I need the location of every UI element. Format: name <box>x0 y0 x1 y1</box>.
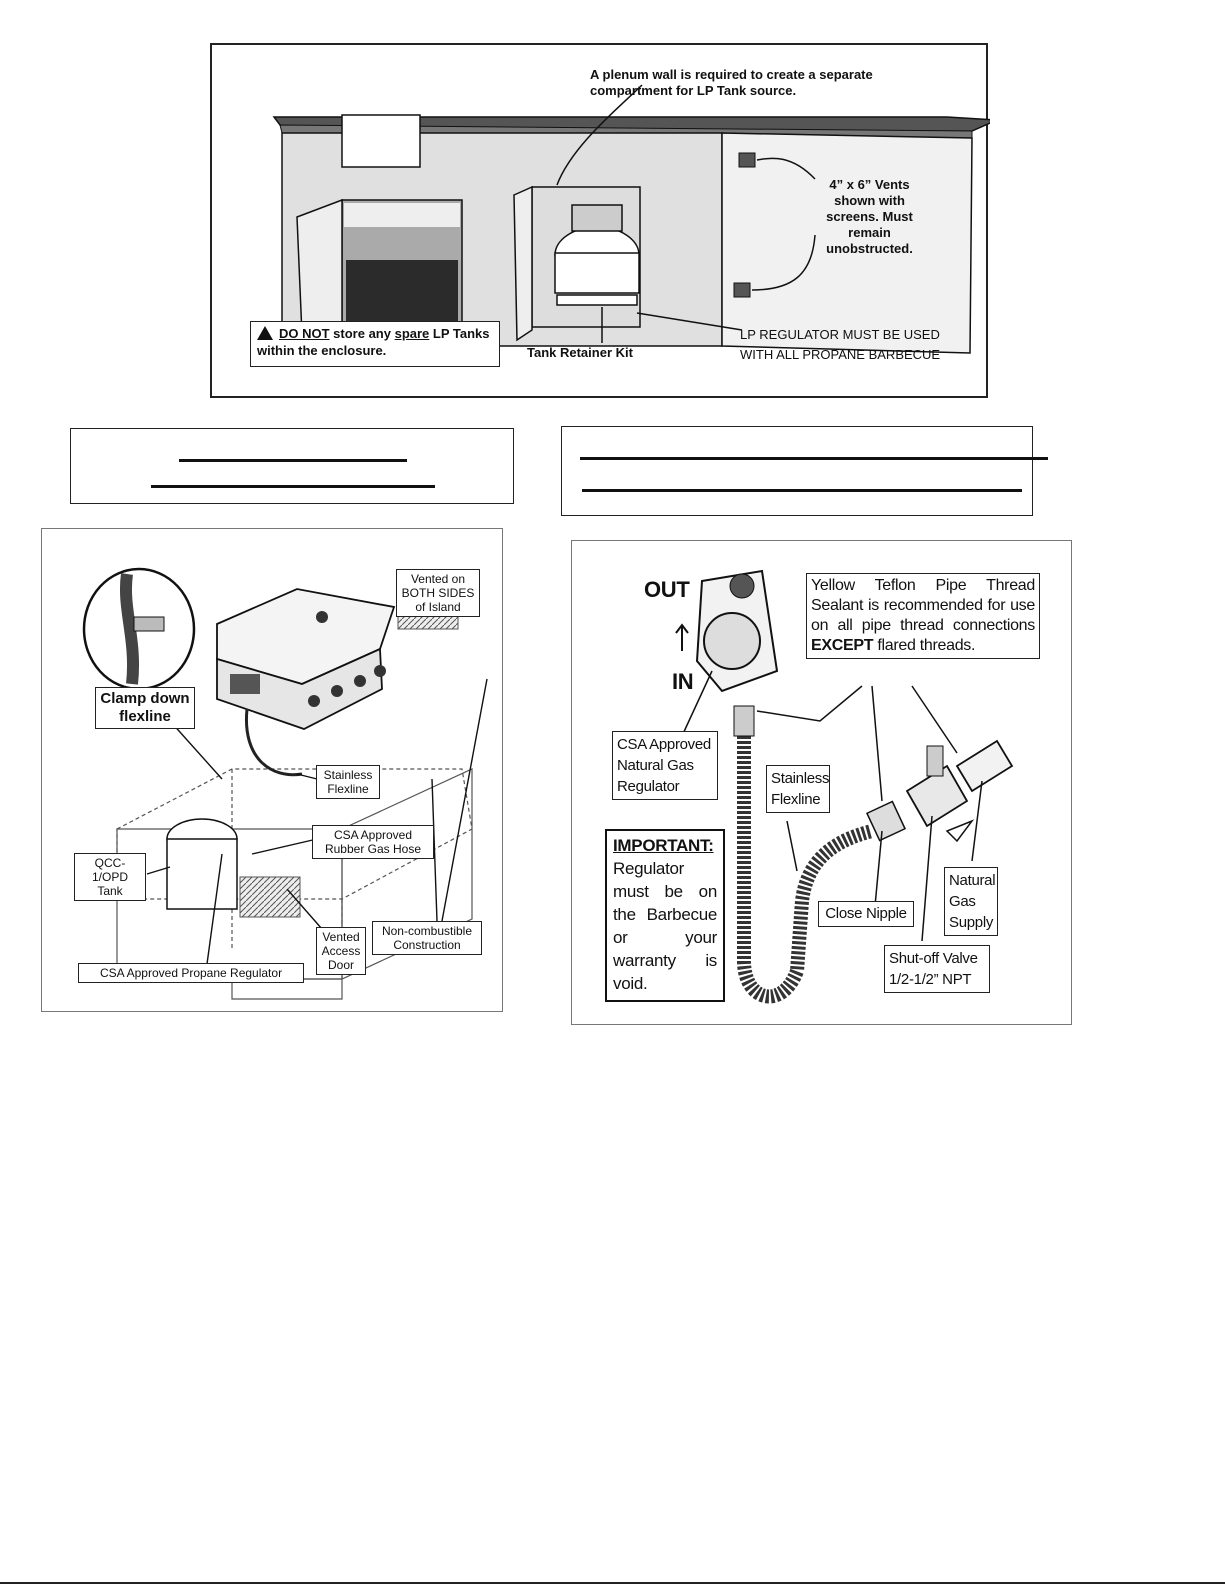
access-door-vent <box>239 876 301 918</box>
sealant-leader <box>911 685 958 754</box>
regulator-label: CSA Approved Propane Regulator <box>78 963 304 983</box>
clamp-label: Clamp down flexline <box>95 687 195 729</box>
door-leader <box>286 888 323 930</box>
regulator-label: CSA Approved Natural Gas Regulator <box>612 731 718 800</box>
regulator-leader <box>681 670 713 737</box>
important-warning: IMPORTANT: Regulator must be on the Barb… <box>605 829 725 1002</box>
construction-leader <box>441 678 488 922</box>
warning-text-2: LP Tanks within the enclosure. <box>257 326 490 358</box>
island-grill-illustration <box>82 567 488 1000</box>
flow-direction-icon <box>945 819 975 843</box>
side-vent <box>230 674 260 694</box>
grill-logo <box>316 611 328 623</box>
knob-icon <box>354 675 366 687</box>
regulator-note-line2: WITH ALL PROPANE BARBECUE <box>740 347 941 362</box>
flexline-label: Stainless Flexline <box>766 765 830 813</box>
natural-gas-connection-illustration <box>675 569 1014 1004</box>
vent-leader-upper <box>756 157 816 180</box>
top-figure-frame: A plenum wall is required to create a se… <box>210 43 990 398</box>
heading-rule <box>580 457 1048 460</box>
right-heading-box <box>561 426 1048 516</box>
regulator-dial <box>703 612 761 670</box>
sealant-leader <box>756 685 863 722</box>
tank-retainer <box>556 294 638 306</box>
knob-icon <box>374 665 386 677</box>
warning-spare: spare <box>394 326 430 341</box>
valve-handle <box>926 745 944 777</box>
in-label: IN <box>672 669 694 694</box>
hose-leader <box>251 838 318 855</box>
flexline <box>244 708 303 777</box>
important-title: IMPORTANT: <box>613 836 714 855</box>
sealant-note: Yellow Teflon Pipe Thread Sealant is rec… <box>806 573 1040 659</box>
heading-rule <box>582 489 1022 492</box>
spare-tank-warning: DO NOT store any spare LP Tanks within t… <box>250 321 500 367</box>
plenum-leader <box>556 84 643 186</box>
propane-tank <box>166 838 238 910</box>
tank-label: QCC-1/OPD Tank <box>74 853 146 901</box>
warning-icon <box>257 326 273 340</box>
valve-leader <box>921 815 933 942</box>
important-body: Regulator must be on the Barbecue or you… <box>613 859 717 993</box>
construction-leader <box>431 778 438 922</box>
enclosure-illustration <box>272 84 990 354</box>
shelf <box>344 203 460 227</box>
left-figure-frame: Clamp down flexline Vented on BOTH SIDES… <box>41 528 503 1012</box>
regulator-port <box>729 573 755 599</box>
island-side <box>721 132 973 354</box>
left-door <box>296 198 343 336</box>
heading-rule <box>151 485 435 488</box>
knob-icon <box>331 685 343 697</box>
sealant-except: EXCEPT <box>811 637 874 654</box>
vents-note: 4” x 6” Vents shown with screens. Must r… <box>826 177 913 256</box>
island-base <box>231 978 343 1000</box>
upper-vent <box>738 152 756 168</box>
construction-label: Non-combustible Construction <box>372 921 482 955</box>
lower-vent <box>733 282 751 298</box>
regulator-leader <box>206 853 223 965</box>
supply-leader <box>971 780 983 862</box>
hose-label: CSA Approved Rubber Gas Hose <box>312 825 434 859</box>
tank-valve <box>571 204 623 232</box>
out-label: OUT <box>644 577 690 602</box>
page-bottom-rule <box>0 1582 1225 1584</box>
flexline-detail <box>120 573 139 685</box>
nipple-label: Close Nipple <box>818 901 914 927</box>
sealant-text-end: flared threads. <box>873 637 976 654</box>
flexline-leader <box>296 773 318 780</box>
valve-label: Shut-off Valve 1/2-1/2” NPT <box>884 945 990 993</box>
regulator-note-line1: LP REGULATOR MUST BE USED <box>740 327 940 342</box>
warning-text-1: store any <box>329 326 395 341</box>
sealant-text: Yellow Teflon Pipe Thread Sealant is rec… <box>811 577 1035 634</box>
cabinet-floor <box>346 260 458 322</box>
retainer-label: Tank Retainer Kit <box>527 345 633 360</box>
stainless-flexline <box>737 711 874 1004</box>
gas-supply-pipe <box>955 739 1014 793</box>
regulator-leader <box>636 312 743 331</box>
flexline-label: Stainless Flexline <box>316 765 380 799</box>
grill-body <box>216 647 383 730</box>
plenum-note: A plenum wall is required to create a se… <box>590 67 873 98</box>
sealant-leader <box>871 685 883 802</box>
vent-leader-lower <box>751 234 816 291</box>
flexline-leader <box>786 820 798 872</box>
heading-rule <box>179 459 407 462</box>
grill-opening <box>341 114 421 168</box>
warning-do-not: DO NOT <box>279 326 330 341</box>
right-figure-frame: OUT IN Yellow Teflon Pipe Thread Sealant… <box>571 540 1072 1025</box>
close-nipple <box>865 800 907 842</box>
right-door <box>513 185 533 342</box>
tank-leader <box>146 866 171 875</box>
clamp-detail <box>133 616 165 632</box>
flow-arrow-icon <box>675 623 689 651</box>
vented-label: Vented on BOTH SIDES of Island <box>396 569 480 617</box>
left-heading-box <box>70 428 514 504</box>
nipple-leader <box>874 830 883 907</box>
supply-label: Natural Gas Supply <box>944 867 998 936</box>
lp-tank-body <box>554 252 640 294</box>
flexline-fitting <box>733 705 755 737</box>
knob-icon <box>308 695 320 707</box>
door-label: Vented Access Door <box>316 927 366 975</box>
